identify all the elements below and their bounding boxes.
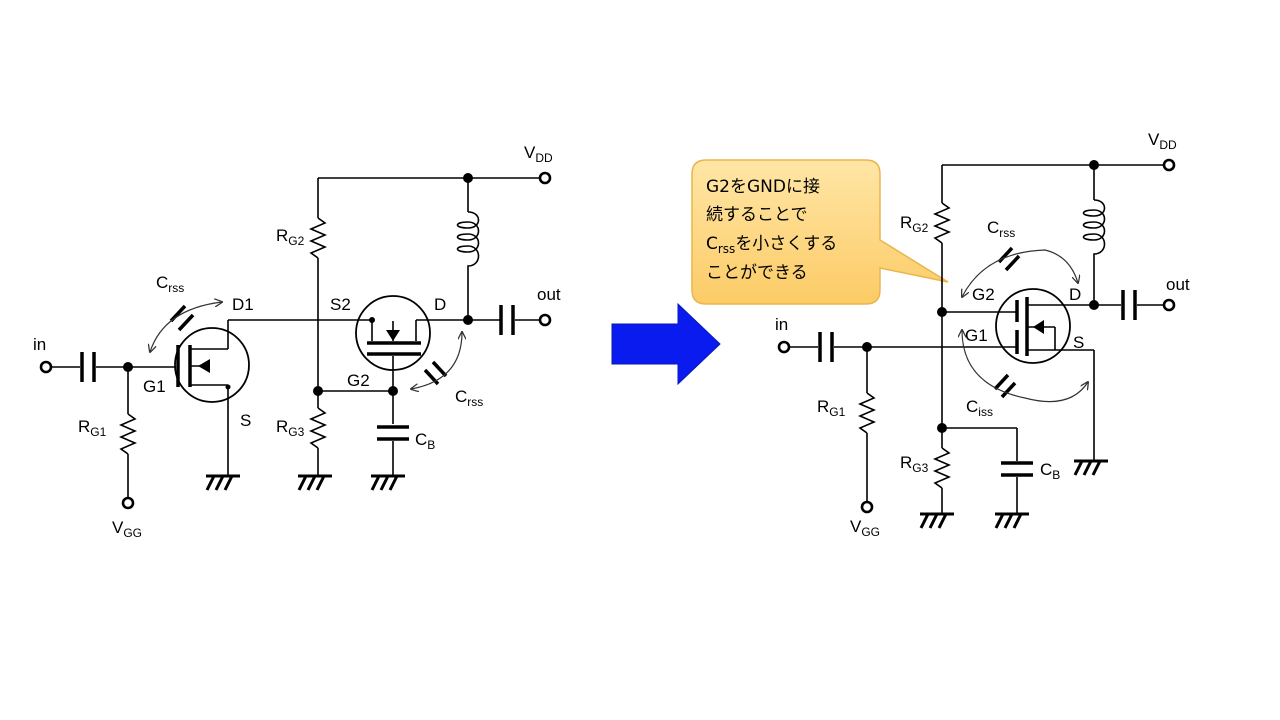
callout-bubble	[691, 159, 949, 305]
left-ground-rg3	[297, 474, 332, 491]
left-cb-label: CB	[415, 430, 435, 452]
left-input-terminal	[39, 360, 53, 374]
right-inductor	[1082, 199, 1106, 260]
right-vgg-label: VGG	[850, 517, 880, 539]
right-g1-label: G1	[965, 326, 988, 345]
right-input-terminal	[777, 340, 791, 354]
right-rg2-resistor	[932, 202, 952, 244]
callout-line4: ことができる	[706, 263, 808, 283]
left-rg1-label: RG1	[78, 417, 107, 439]
left-inductor	[456, 211, 480, 272]
right-rg2-label: RG2	[900, 213, 929, 235]
right-in-label: in	[775, 315, 788, 334]
right-rg3-label: RG3	[900, 453, 929, 475]
right-g2-label: G2	[972, 285, 995, 304]
left-in-label: in	[33, 335, 46, 354]
right-cb-capacitor	[1001, 461, 1033, 477]
left-rg3-label: RG3	[276, 417, 305, 439]
right-vgg-terminal	[860, 500, 874, 514]
left-g2-label: G2	[347, 371, 370, 390]
left-ground-q1	[205, 474, 240, 491]
left-d-label: D	[434, 295, 446, 314]
callout-line3: Crssを小さくする	[706, 234, 837, 256]
left-q1-mosfet	[174, 327, 250, 403]
left-d1-label: D1	[232, 295, 254, 314]
right-rg1-resistor	[857, 392, 877, 434]
right-circuit	[777, 158, 1176, 529]
right-vdd-label: VDD	[1148, 130, 1177, 152]
right-output-capacitor	[1121, 290, 1137, 320]
right-rg3-resistor	[932, 447, 952, 489]
left-vgg-label: VGG	[112, 518, 142, 540]
left-rg3-resistor	[308, 407, 328, 449]
left-circuit	[39, 171, 552, 510]
right-ground-source	[1073, 459, 1108, 476]
right-s-label: S	[1073, 333, 1084, 352]
left-g1-label: G1	[143, 377, 166, 396]
right-output-terminal	[1162, 298, 1176, 312]
left-out-label: out	[537, 285, 561, 304]
left-s2-label: S2	[330, 295, 351, 314]
left-input-capacitor	[80, 352, 96, 382]
left-output-capacitor	[499, 305, 515, 335]
left-s-label: S	[240, 411, 251, 430]
right-vdd-terminal	[1162, 158, 1176, 172]
left-rg2-label: RG2	[276, 226, 305, 248]
left-crss2-label: Crss	[455, 387, 483, 409]
left-vdd-terminal	[538, 171, 552, 185]
left-output-terminal	[538, 313, 552, 327]
right-input-capacitor	[818, 332, 834, 362]
right-d-label: D	[1069, 285, 1081, 304]
left-cb-capacitor	[377, 425, 409, 441]
right-ground-rg3	[919, 512, 954, 529]
transition-arrow-icon	[611, 302, 721, 386]
left-vgg-terminal	[121, 496, 135, 510]
right-ground-cb	[994, 512, 1029, 529]
right-cb-label: CB	[1040, 460, 1060, 482]
callout-line2: 続することで	[706, 205, 808, 225]
left-crss1-label: Crss	[156, 273, 184, 295]
left-vdd-label: VDD	[524, 143, 553, 165]
right-ciss-label: Ciss	[966, 397, 993, 419]
right-crss-label: Crss	[987, 218, 1015, 240]
left-rg1-resistor	[118, 413, 138, 455]
right-rg1-label: RG1	[817, 397, 846, 419]
right-ciss-capacitor	[993, 373, 1017, 399]
left-ground-cb	[370, 474, 405, 491]
left-rg2-resistor	[308, 217, 328, 259]
right-out-label: out	[1166, 275, 1190, 294]
callout-line1: G2をGNDに接	[706, 177, 820, 197]
